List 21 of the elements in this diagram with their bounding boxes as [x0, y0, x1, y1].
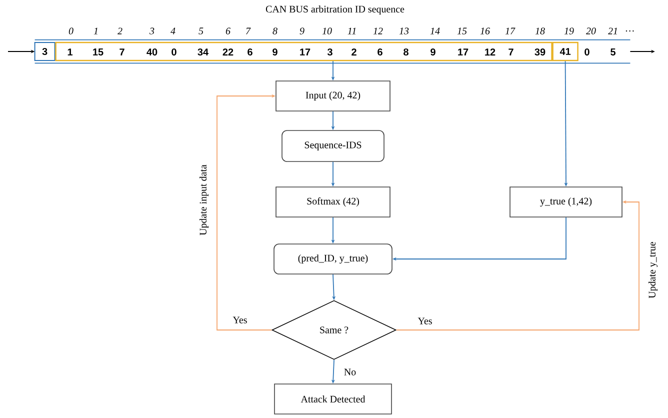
process-box: Sequence-IDS	[282, 130, 384, 162]
process-box: y_true (1,42)	[510, 186, 622, 218]
input-window: 1 15 7 40 0 34 22 6 9 17 3 2 6 8 9 17 12 7 39	[55, 42, 552, 62]
process-box: Softmax (42)	[276, 186, 390, 218]
process-box: Attack Detected	[274, 384, 392, 414]
process-box: Input (20, 42)	[276, 80, 390, 112]
title: CAN BUS arbitration ID sequence	[266, 5, 404, 15]
index-number: 20	[586, 28, 596, 34]
rotated-label: Update y_true	[648, 242, 658, 298]
index-number: 19	[564, 28, 574, 34]
index-number: 18	[535, 28, 545, 34]
target-cell: 41	[552, 42, 578, 62]
index-number: 21	[608, 28, 617, 34]
edge-label: Yes	[416, 316, 434, 326]
edge-label: No	[342, 368, 358, 376]
edge-label: Yes	[232, 316, 248, 324]
rotated-label: Update input data	[199, 164, 209, 236]
process-box: (pred_ID, y_true)	[274, 244, 392, 274]
index-number: 0	[68, 28, 74, 34]
index-number: …	[626, 30, 634, 32]
sequence-cell: 3	[34, 42, 56, 61]
